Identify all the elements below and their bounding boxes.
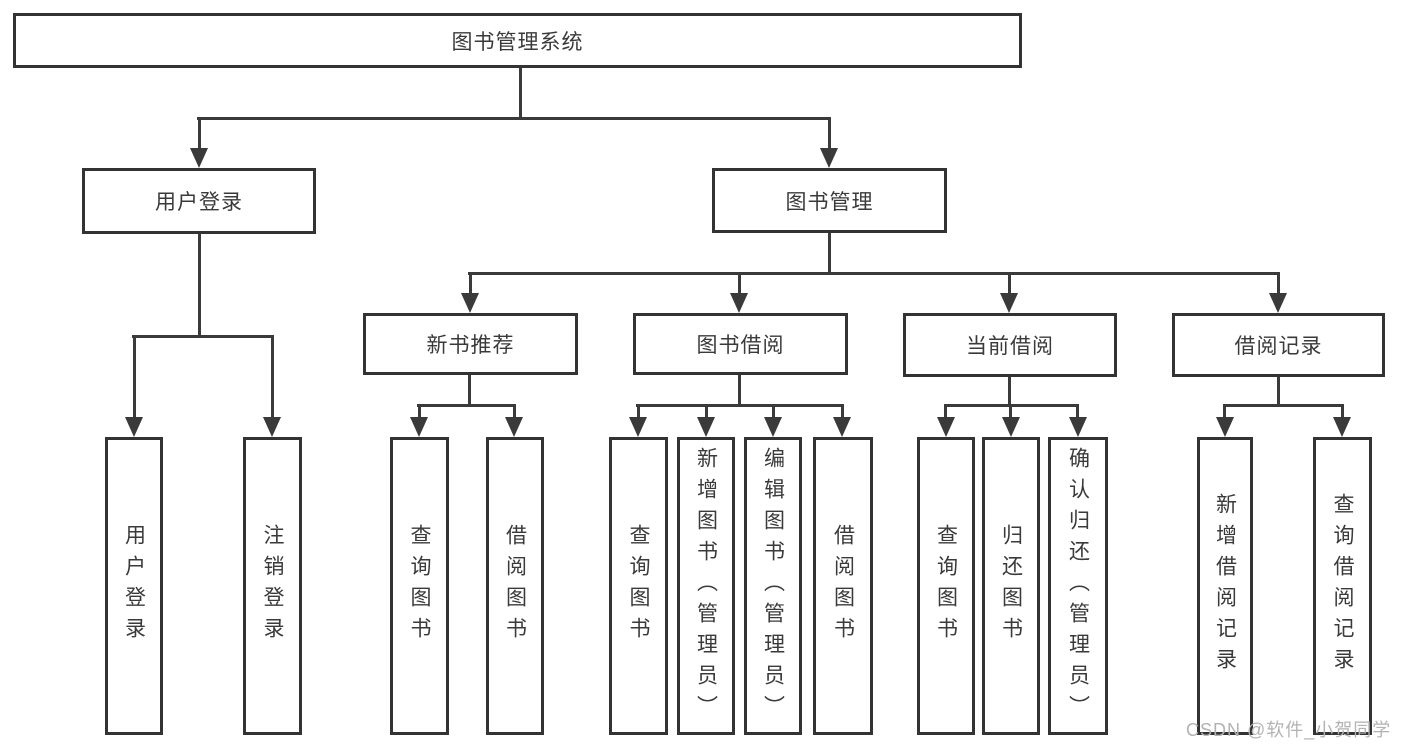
connector-line bbox=[772, 404, 775, 419]
node-label: 图书管理 bbox=[785, 190, 874, 214]
arrow-down-icon bbox=[1000, 293, 1018, 313]
leaf-edit-books-admin: 编辑图书（管理员） bbox=[744, 437, 802, 735]
connector-line bbox=[636, 404, 844, 407]
arrow-down-icon bbox=[629, 417, 647, 437]
node-label: 新书推荐 bbox=[426, 334, 515, 357]
leaf-user-login: 用户登录 bbox=[105, 437, 163, 735]
leaf-query-books-borrowing: 查询图书 bbox=[609, 437, 668, 735]
connector-line bbox=[1277, 272, 1280, 295]
connector-line bbox=[271, 335, 274, 419]
arrow-down-icon bbox=[1333, 417, 1351, 437]
connector-line bbox=[132, 335, 274, 338]
leaf-confirm-return-admin: 确认归还（管理员） bbox=[1048, 437, 1108, 735]
connector-line bbox=[468, 272, 1280, 275]
connector-line bbox=[197, 117, 831, 120]
connector-line bbox=[1008, 272, 1011, 295]
leaf-borrow-books-recommend: 借阅图书 bbox=[486, 437, 544, 735]
connector-line bbox=[417, 404, 516, 407]
connector-line bbox=[519, 68, 522, 120]
connector-line bbox=[469, 272, 472, 295]
leaf-return-books: 归还图书 bbox=[982, 437, 1040, 735]
arrow-down-icon bbox=[125, 417, 143, 437]
node-label: 用户登录 bbox=[155, 191, 243, 214]
connector-line bbox=[468, 375, 471, 407]
connector-line bbox=[1008, 377, 1011, 407]
leaf-logout: 注销登录 bbox=[243, 437, 302, 735]
connector-line bbox=[513, 404, 516, 419]
arrow-down-icon bbox=[1269, 293, 1287, 313]
connector-line bbox=[828, 233, 831, 275]
node-label: 查询图书 bbox=[408, 524, 431, 648]
csdn-watermark: CSDN @软件_小贺同学 bbox=[1186, 720, 1392, 740]
connector-line bbox=[198, 233, 201, 338]
arrow-down-icon bbox=[1002, 417, 1020, 437]
connector-line bbox=[418, 404, 421, 419]
arrow-down-icon bbox=[697, 417, 715, 437]
connector-line bbox=[637, 404, 640, 419]
node-label: 借阅图书 bbox=[831, 524, 855, 648]
leaf-query-books-recommend: 查询图书 bbox=[390, 437, 449, 735]
connector-line bbox=[738, 272, 741, 295]
arrow-down-icon bbox=[461, 293, 479, 313]
node-label: 新增图书（管理员） bbox=[694, 446, 718, 726]
arrow-down-icon bbox=[1216, 417, 1234, 437]
node-label: 查询图书 bbox=[934, 524, 958, 648]
connector-line bbox=[944, 404, 947, 419]
node-label: 编辑图书（管理员） bbox=[761, 446, 785, 726]
connector-line bbox=[1223, 404, 1343, 407]
node-borrowing-records: 借阅记录 bbox=[1172, 313, 1385, 377]
arrow-down-icon bbox=[410, 417, 428, 437]
node-label: 确认归还（管理员） bbox=[1066, 446, 1090, 726]
node-label: 新增借阅记录 bbox=[1213, 493, 1237, 679]
node-new-book-recommendation: 新书推荐 bbox=[363, 313, 578, 375]
node-library-system: 图书管理系统 bbox=[13, 13, 1022, 68]
connector-line bbox=[1341, 404, 1344, 419]
connector-line bbox=[133, 335, 136, 419]
connector-line bbox=[1277, 377, 1280, 407]
connector-line bbox=[738, 375, 741, 407]
connector-line bbox=[198, 117, 201, 150]
arrow-down-icon bbox=[937, 417, 955, 437]
arrow-down-icon bbox=[1069, 417, 1087, 437]
arrow-down-icon bbox=[833, 417, 851, 437]
arrow-down-icon bbox=[820, 148, 838, 168]
arrow-down-icon bbox=[730, 293, 748, 313]
connector-line bbox=[1076, 404, 1079, 419]
node-label: 查询图书 bbox=[627, 524, 650, 648]
node-label: 图书借阅 bbox=[696, 334, 785, 357]
arrow-down-icon bbox=[505, 417, 523, 437]
node-book-borrowing: 图书借阅 bbox=[633, 313, 848, 375]
connector-line bbox=[841, 404, 844, 419]
leaf-add-borrow-record: 新增借阅记录 bbox=[1197, 437, 1253, 735]
node-current-borrowing: 当前借阅 bbox=[903, 313, 1117, 377]
connector-line bbox=[705, 404, 708, 419]
node-label: 注销登录 bbox=[261, 524, 284, 648]
node-label: 查询借阅记录 bbox=[1331, 493, 1354, 679]
node-label: 借阅记录 bbox=[1234, 335, 1323, 358]
arrow-down-icon bbox=[764, 417, 782, 437]
node-label: 归还图书 bbox=[999, 524, 1023, 648]
connector-line bbox=[1009, 404, 1012, 419]
node-label: 用户登录 bbox=[122, 524, 146, 648]
arrow-down-icon bbox=[190, 148, 208, 168]
node-book-management-module: 图书管理 bbox=[712, 168, 947, 233]
node-label: 借阅图书 bbox=[503, 524, 527, 648]
leaf-borrow-books-borrowing: 借阅图书 bbox=[813, 437, 873, 735]
leaf-query-borrow-record: 查询借阅记录 bbox=[1313, 437, 1372, 735]
node-label: 当前借阅 bbox=[966, 335, 1054, 358]
leaf-add-books-admin: 新增图书（管理员） bbox=[677, 437, 735, 735]
connector-line bbox=[1223, 404, 1226, 419]
leaf-query-books-current: 查询图书 bbox=[917, 437, 975, 735]
node-label: 图书管理系统 bbox=[451, 30, 584, 54]
arrow-down-icon bbox=[263, 417, 281, 437]
node-user-login-module: 用户登录 bbox=[82, 168, 316, 234]
connector-line bbox=[828, 117, 831, 150]
